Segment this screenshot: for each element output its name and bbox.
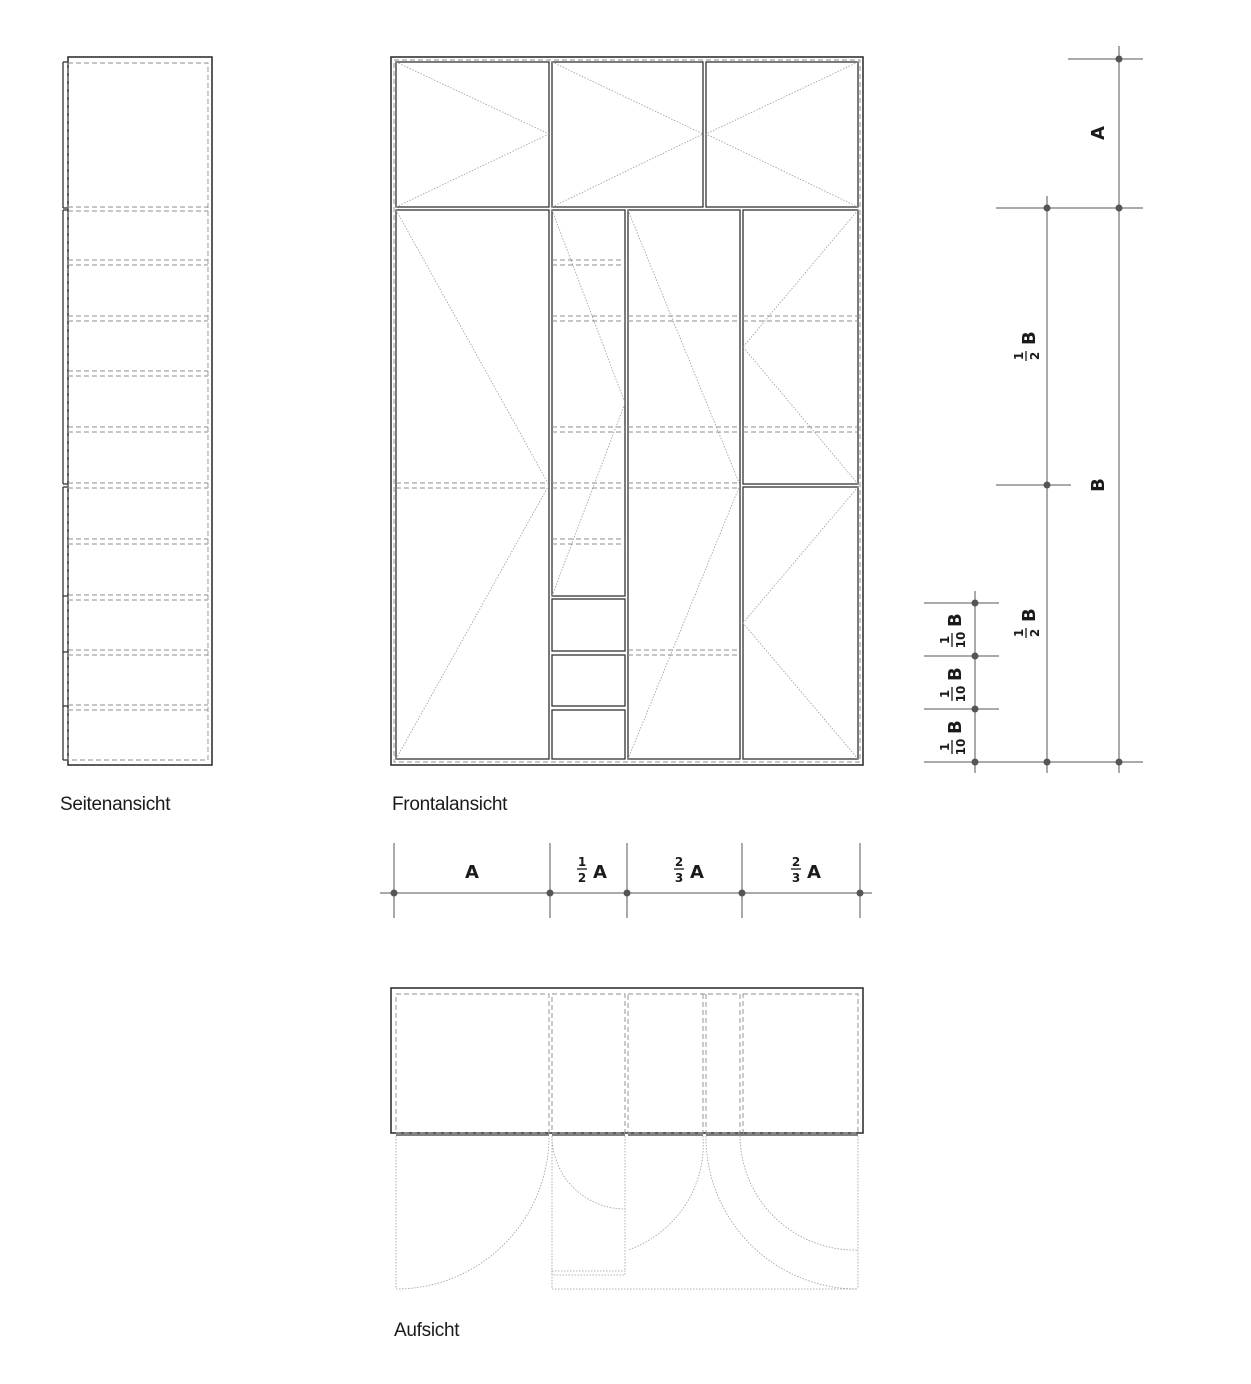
dimension-bottom: A 1 2 A 2 3 A 2 3 A — [380, 843, 872, 918]
svg-text:10: 10 — [954, 739, 968, 756]
svg-text:A: A — [690, 862, 704, 883]
dim-label-a-vertical: A — [1088, 126, 1109, 140]
svg-text:2: 2 — [578, 871, 586, 885]
dim-label-two-thirds-a-1: 2 3 A — [674, 855, 704, 885]
top-panel-right — [705, 61, 859, 208]
front-view-label: Frontalansicht — [392, 794, 508, 815]
top-view — [390, 987, 864, 1290]
narrow-door — [551, 209, 626, 597]
svg-text:A: A — [807, 862, 821, 883]
svg-text:1: 1 — [1012, 352, 1026, 360]
side-view-outline — [67, 56, 213, 766]
svg-text:1: 1 — [938, 743, 952, 751]
top-panel-middle — [551, 61, 704, 208]
drawer-1 — [551, 598, 626, 652]
svg-text:10: 10 — [954, 632, 968, 649]
door-right-upper — [742, 209, 859, 485]
top-panel-left — [395, 61, 550, 208]
svg-text:1: 1 — [1012, 629, 1026, 637]
door-left — [395, 209, 550, 760]
svg-text:3: 3 — [792, 871, 800, 885]
svg-text:10: 10 — [954, 686, 968, 703]
svg-text:B: B — [1019, 331, 1040, 345]
drawer-3 — [551, 709, 626, 760]
dim-label-half-b-upper: 1 2 B — [1012, 331, 1042, 361]
side-view — [62, 56, 213, 766]
dim-label-half-b-lower: 1 2 B — [1012, 608, 1042, 638]
dim-label-tenth-b-1: 1 10 B — [938, 613, 968, 648]
svg-text:2: 2 — [675, 855, 683, 869]
dimension-right: A B 1 2 B 1 2 B 1 10 B 1 10 B 1 — [924, 46, 1143, 773]
svg-text:2: 2 — [1028, 352, 1042, 360]
dim-label-tenth-b-3: 1 10 B — [938, 720, 968, 755]
drawer-2 — [551, 654, 626, 707]
dim-label-two-thirds-a-2: 2 3 A — [791, 855, 821, 885]
svg-text:1: 1 — [938, 636, 952, 644]
side-view-label: Seitenansicht — [60, 794, 171, 815]
top-view-label: Aufsicht — [394, 1320, 460, 1341]
svg-text:2: 2 — [1028, 629, 1042, 637]
door-right-lower — [742, 486, 859, 760]
front-view — [390, 56, 864, 766]
dim-label-tenth-b-2: 1 10 B — [938, 667, 968, 702]
svg-text:B: B — [945, 613, 966, 627]
top-view-outline — [390, 987, 864, 1134]
dim-label-half-a: 1 2 A — [577, 855, 607, 885]
svg-text:2: 2 — [792, 855, 800, 869]
svg-text:B: B — [945, 720, 966, 734]
front-view-outline — [390, 56, 864, 766]
svg-text:B: B — [1019, 608, 1040, 622]
svg-text:3: 3 — [675, 871, 683, 885]
dim-label-a: A — [465, 862, 479, 883]
svg-text:1: 1 — [938, 690, 952, 698]
dim-label-b: B — [1088, 478, 1109, 492]
svg-text:A: A — [593, 862, 607, 883]
svg-text:1: 1 — [578, 855, 586, 869]
door-middle — [627, 209, 741, 760]
svg-text:B: B — [945, 667, 966, 681]
